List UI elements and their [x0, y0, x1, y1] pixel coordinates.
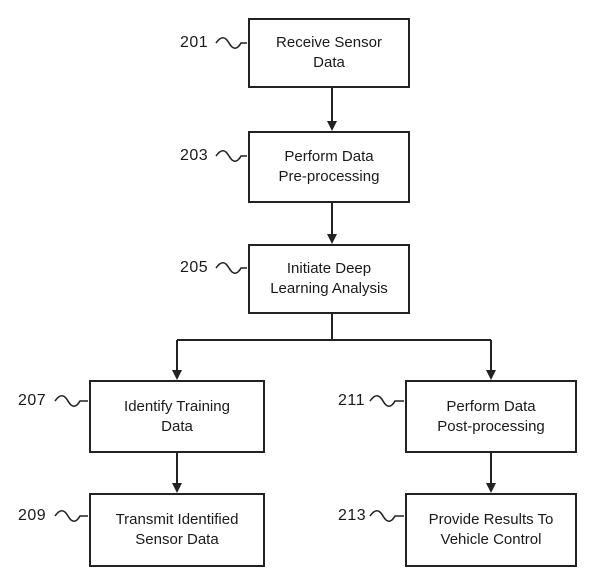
step-label: Transmit Identified Sensor Data: [115, 511, 239, 548]
step-label: Perform Data Pre-processing: [278, 148, 380, 185]
step-provide-results: Provide Results To Vehicle Control: [405, 493, 577, 567]
ref-number-211: 211: [338, 392, 366, 409]
step-identify-training-data: Identify Training Data: [89, 380, 265, 453]
step-label: Initiate Deep Learning Analysis: [270, 260, 388, 297]
step-label: Identify Training Data: [124, 397, 230, 435]
step-perform-pre-processing: Perform Data Pre-processing: [248, 131, 410, 203]
ref-number-209: 209: [18, 507, 47, 524]
ref-number-213: 213: [338, 507, 367, 524]
step-initiate-deep-learning: Initiate Deep Learning Analysis: [248, 244, 410, 314]
leader-201: [215, 36, 247, 50]
ref-number-203: 203: [180, 147, 209, 164]
leader-203: [215, 149, 247, 163]
step-transmit-sensor-data: Transmit Identified Sensor Data: [89, 493, 265, 567]
ref-number-207: 207: [18, 392, 47, 409]
leader-205: [215, 261, 247, 275]
leader-209: [54, 509, 88, 523]
leader-207: [54, 394, 88, 408]
leader-213: [369, 509, 404, 523]
step-label: Perform Data Post-processing: [437, 397, 545, 435]
step-receive-sensor-data: Receive Sensor Data: [248, 18, 410, 88]
ref-number-201: 201: [180, 34, 209, 51]
connector-205-split: [177, 314, 333, 341]
leader-211: [369, 394, 404, 408]
ref-number-205: 205: [180, 259, 209, 276]
step-label: Provide Results To Vehicle Control: [428, 511, 554, 548]
step-label: Receive Sensor Data: [276, 34, 382, 71]
step-perform-post-processing: Perform Data Post-processing: [405, 380, 577, 453]
